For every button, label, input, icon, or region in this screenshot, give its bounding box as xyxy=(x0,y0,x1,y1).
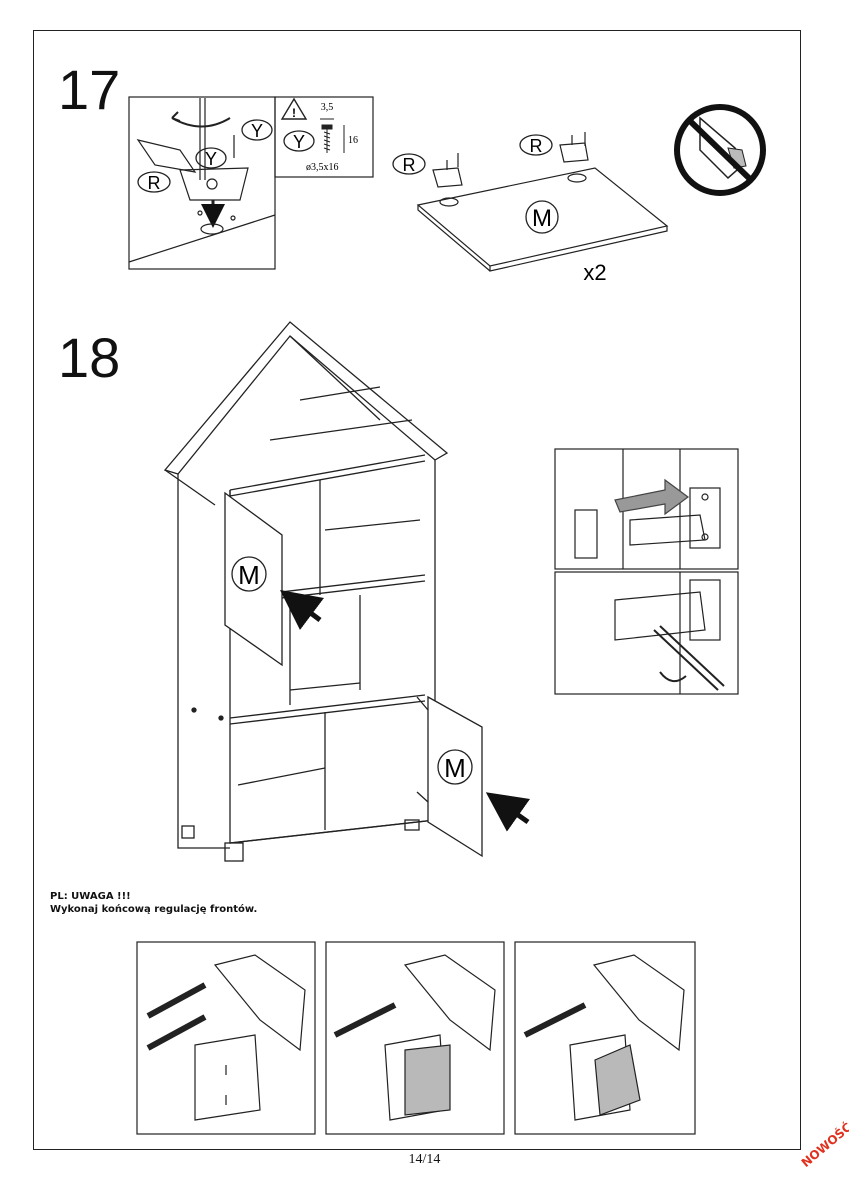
bookcase-drawing xyxy=(163,321,483,862)
note-text: Wykonaj końcową regulację frontów. xyxy=(50,904,258,915)
adjustment-note: PL: UWAGA !!! Wykonaj końcową regulację … xyxy=(50,890,257,916)
label-r-1: R xyxy=(148,173,161,193)
screw-width: 3,5 xyxy=(321,102,334,113)
adjust-panel-2 xyxy=(325,941,505,1135)
label-y-circle-2 xyxy=(195,147,227,169)
warning-triangle-icon: ! xyxy=(280,97,308,120)
label-r-3: R xyxy=(530,136,543,156)
adjust-panel-3 xyxy=(514,941,696,1135)
page-number: 14/14 xyxy=(408,1152,441,1167)
label-r-circle xyxy=(137,171,171,193)
screw-length: 16 xyxy=(348,135,358,146)
label-m-3: M xyxy=(444,753,466,783)
label-m-2: M xyxy=(238,560,260,590)
hinge-screw-inset xyxy=(554,571,739,695)
label-m-1: M xyxy=(532,205,552,232)
label-y-3: Y xyxy=(293,132,305,152)
label-y-2: Y xyxy=(205,149,217,169)
push-arrow-icon xyxy=(280,590,531,832)
page-frame xyxy=(33,30,801,1150)
label-y-1: Y xyxy=(251,121,263,141)
screw-size: ø3,5x16 xyxy=(306,162,339,173)
no-power-drill-icon xyxy=(674,104,766,196)
step-18-number: 18 xyxy=(58,326,121,389)
adjust-panel-1 xyxy=(136,941,316,1135)
label-y-circle xyxy=(241,119,273,141)
step-17-number: 17 xyxy=(58,58,121,121)
quantity-label: x2 xyxy=(583,260,606,285)
label-r-2: R xyxy=(403,155,416,175)
screw-icon xyxy=(320,118,345,153)
door-panel-m xyxy=(416,132,669,272)
hinge-detail-inset xyxy=(128,96,374,270)
rotate-arrow-icon xyxy=(659,671,687,683)
note-warning: PL: UWAGA !!! xyxy=(50,891,131,902)
svg-text:!: ! xyxy=(292,106,296,120)
hinge-clip-inset xyxy=(554,448,739,570)
